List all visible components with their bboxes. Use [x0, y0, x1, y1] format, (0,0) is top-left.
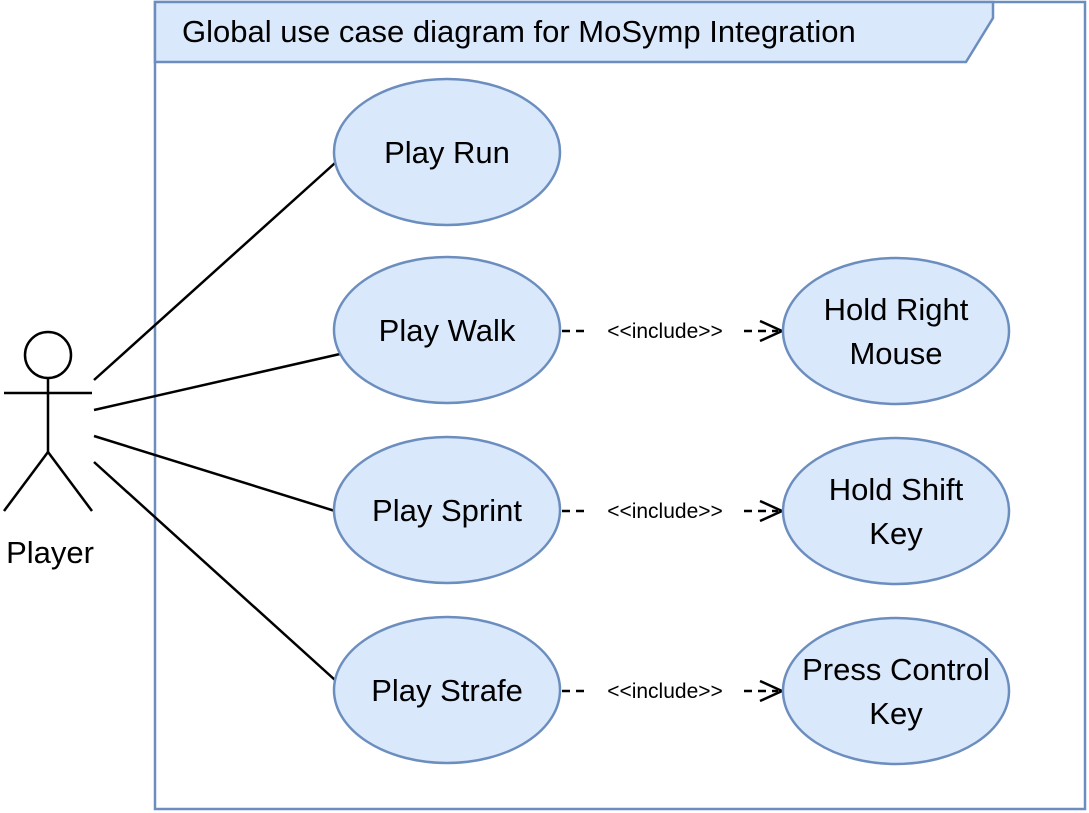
use-case-ellipse	[332, 615, 562, 765]
use-case-label-line-2: Key	[869, 516, 923, 551]
use-case-ellipse	[332, 77, 562, 227]
system-frame-title-tab	[153, 0, 995, 64]
include-label-bg	[588, 315, 742, 345]
use-case-label-line-1: Hold Shift	[829, 472, 964, 507]
use-case-label: Play Strafe	[371, 673, 523, 708]
use-case-play-run[interactable]: Play Run	[332, 77, 562, 227]
use-case-press-control-key[interactable]: Press Control Key	[781, 616, 1011, 766]
include-label-bg	[588, 495, 742, 525]
system-frame-title: Global use case diagram for MoSymp Integ…	[182, 14, 856, 49]
association-play-strafe	[93, 461, 336, 681]
use-case-play-strafe[interactable]: Play Strafe	[332, 615, 562, 765]
use-case-label: Play Sprint	[372, 493, 522, 528]
include-label-bg	[588, 675, 742, 705]
use-case-label-line-2: Mouse	[849, 336, 942, 371]
use-case-label-line-1: Press Control	[802, 652, 990, 687]
associations	[93, 162, 341, 681]
include-label: <<include>>	[607, 680, 723, 703]
include-label: <<include>>	[607, 320, 723, 343]
use-case-hold-right-mouse[interactable]: Hold Right Mouse	[781, 256, 1011, 406]
association-play-walk	[93, 352, 341, 412]
use-case-label: Play Walk	[379, 313, 516, 348]
use-case-play-walk[interactable]: Play Walk	[332, 255, 562, 405]
use-case-label-line-2: Key	[869, 696, 923, 731]
use-case-ellipse	[781, 616, 1011, 766]
use-case-label-line-1: Hold Right	[824, 292, 969, 327]
include-relation-walk: <<include>>	[562, 315, 786, 345]
association-play-run	[93, 162, 336, 381]
association-play-sprint	[93, 434, 336, 513]
actor-right-leg	[46, 451, 94, 512]
include-label: <<include>>	[607, 500, 723, 523]
use-case-ellipse	[332, 255, 562, 405]
include-relation-strafe: <<include>>	[562, 675, 786, 705]
actor-player[interactable]: Player	[2, 330, 94, 570]
use-case-label: Play Run	[384, 135, 510, 170]
include-relation-sprint: <<include>>	[562, 495, 786, 525]
use-case-ellipse	[332, 435, 562, 585]
actor-label: Player	[6, 535, 94, 570]
use-case-ellipse	[781, 436, 1011, 586]
actor-head	[23, 330, 73, 380]
actor-left-leg	[2, 451, 50, 512]
use-case-ellipse	[781, 256, 1011, 406]
use-case-hold-shift-key[interactable]: Hold Shift Key	[781, 436, 1011, 586]
system-frame: Global use case diagram for MoSymp Integ…	[153, 0, 1087, 811]
use-case-play-sprint[interactable]: Play Sprint	[332, 435, 562, 585]
